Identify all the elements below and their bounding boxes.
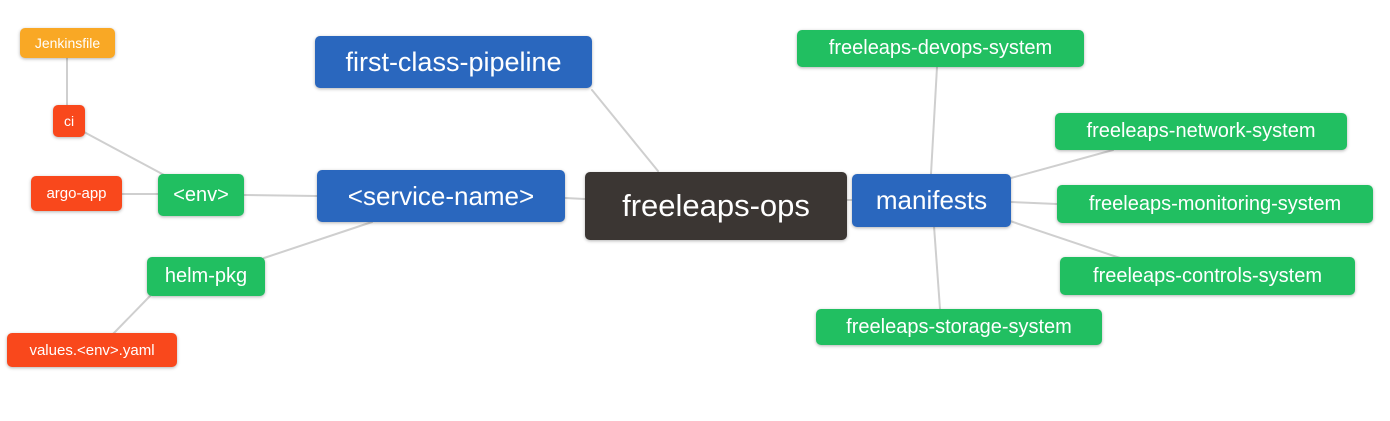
node-first-class-pipeline[interactable]: first-class-pipeline <box>315 36 592 88</box>
node-freeleaps-controls-system[interactable]: freeleaps-controls-system <box>1060 257 1355 295</box>
node-freeleaps-monitoring-system[interactable]: freeleaps-monitoring-system <box>1057 185 1373 223</box>
edge-values-helm-pkg <box>112 295 151 335</box>
edge-manifests-monitoring-system <box>1010 201 1058 205</box>
node-freeleaps-ops[interactable]: freeleaps-ops <box>585 172 847 240</box>
node-argo-app[interactable]: argo-app <box>31 176 122 211</box>
node-ci[interactable]: ci <box>53 105 85 137</box>
node-manifests[interactable]: manifests <box>852 174 1011 227</box>
edge-first-class-pipeline-ops <box>591 89 659 172</box>
node-jenkinsfile[interactable]: Jenkinsfile <box>20 28 115 58</box>
edge-manifests-storage-system <box>933 225 941 310</box>
node-freeleaps-network-system[interactable]: freeleaps-network-system <box>1055 113 1347 150</box>
edge-env-service-name <box>243 194 318 197</box>
edge-helm-pkg-service-name <box>263 221 373 259</box>
node-freeleaps-devops-system[interactable]: freeleaps-devops-system <box>797 30 1084 67</box>
edge-ci-env <box>83 131 167 177</box>
node-values-env-yaml[interactable]: values.<env>.yaml <box>7 333 177 367</box>
edge-service-name-ops <box>564 197 586 200</box>
node-env[interactable]: <env> <box>158 174 244 216</box>
edge-manifests-controls-system <box>1009 220 1121 259</box>
edge-manifests-devops-system <box>930 66 938 175</box>
node-service-name[interactable]: <service-name> <box>317 170 565 222</box>
node-helm-pkg[interactable]: helm-pkg <box>147 257 265 296</box>
edge-manifests-network-system <box>1010 149 1114 179</box>
node-freeleaps-storage-system[interactable]: freeleaps-storage-system <box>816 309 1102 345</box>
